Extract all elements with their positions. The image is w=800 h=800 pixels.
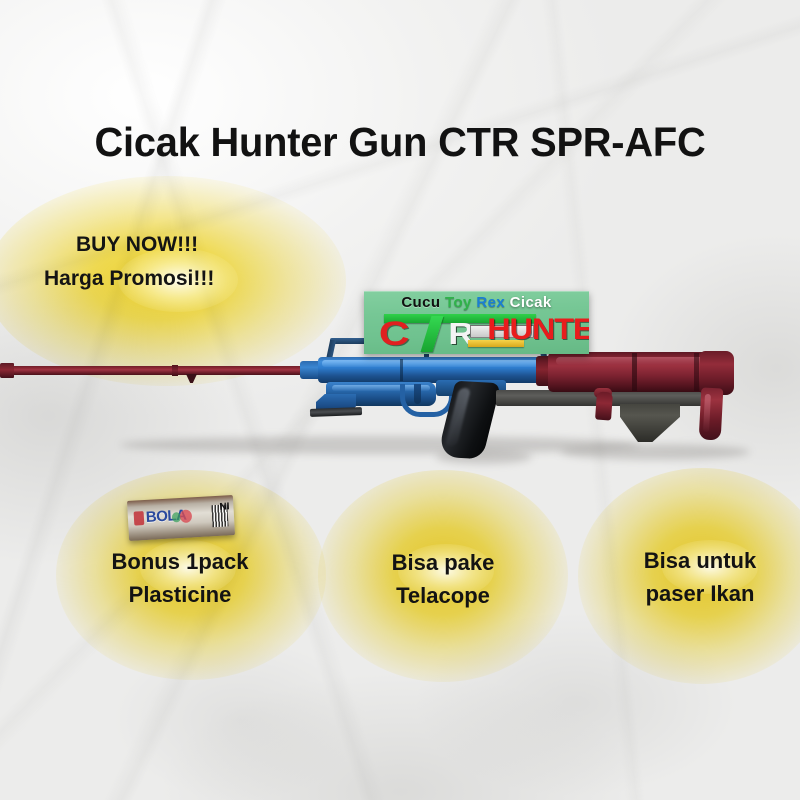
brand-logo-sign: Cucu Toy Rex Cicak C R HUNTER — [364, 291, 589, 354]
gun-trigger — [414, 384, 421, 404]
gun-rear-highlight — [556, 357, 718, 365]
feature-2-line-2: Telacope — [396, 583, 490, 608]
feature-caption-fishing: Bisa untuk paser Ikan — [592, 544, 800, 610]
plasticine-red-patch — [133, 511, 145, 526]
brand-word-cucu: Cucu — [401, 294, 441, 311]
gun-cocking-lever — [595, 391, 613, 421]
brand-mark-gun-body — [470, 325, 534, 338]
brand-word-toy: Toy — [445, 294, 472, 311]
brand-mark-letter-c: C — [378, 315, 410, 353]
promo-harga-promosi: Harga Promosi!!! — [44, 267, 215, 290]
plasticine-box-image: BOLA NI — [126, 495, 236, 541]
gun-pump-highlight — [332, 385, 430, 391]
feature-1-line-2: Plasticine — [128, 582, 232, 607]
gun-front-sight — [186, 374, 197, 383]
gun-barrel-band — [172, 365, 178, 376]
feature-1-line-1: Bonus 1pack — [111, 549, 249, 574]
feature-caption-telescope: Bisa pake Telacope — [330, 546, 556, 612]
plasticine-red-dot — [179, 509, 193, 524]
gun-receiver-highlight — [322, 360, 550, 367]
gun-receiver-seam — [400, 359, 403, 381]
gun-butt-stock — [698, 387, 724, 441]
feature-2-line-1: Bisa pake — [391, 550, 495, 575]
gun-muzzle — [0, 363, 14, 378]
gun-rear-ring-back — [694, 353, 699, 391]
brand-tagline: Cucu Toy Rex Cicak — [364, 294, 589, 311]
gun-lower-step — [620, 404, 680, 442]
gun-drop-shadow — [120, 436, 640, 454]
gun-drop-shadow-rear — [560, 444, 750, 460]
brand-word-rex: Rex — [476, 294, 506, 311]
brand-mark-ctr-hunter: C R HUNTER — [364, 309, 589, 354]
brand-word-cicak: Cicak — [509, 294, 552, 311]
brand-mark-gun-magazine — [468, 340, 524, 347]
gun-barrel — [2, 366, 334, 375]
feature-3-line-2: paser Ikan — [645, 581, 755, 606]
page-title: Cicak Hunter Gun CTR SPR-AFC — [94, 119, 706, 165]
brand-mark-rail-shape — [384, 314, 536, 323]
plasticine-label-ni: NI — [219, 501, 230, 513]
promo-buy-now: BUY NOW!!! — [76, 233, 199, 256]
feature-caption-bonus: Bonus 1pack Plasticine — [70, 545, 290, 611]
promo-text-block: BUY NOW!!! Harga Promosi!!! — [44, 228, 294, 296]
gun-rear-ring-front — [632, 353, 637, 391]
gun-forward-foot-plate — [309, 407, 363, 417]
feature-3-line-1: Bisa untuk — [643, 548, 757, 573]
brand-mark-hunter-text: HUNTER — [487, 313, 589, 346]
